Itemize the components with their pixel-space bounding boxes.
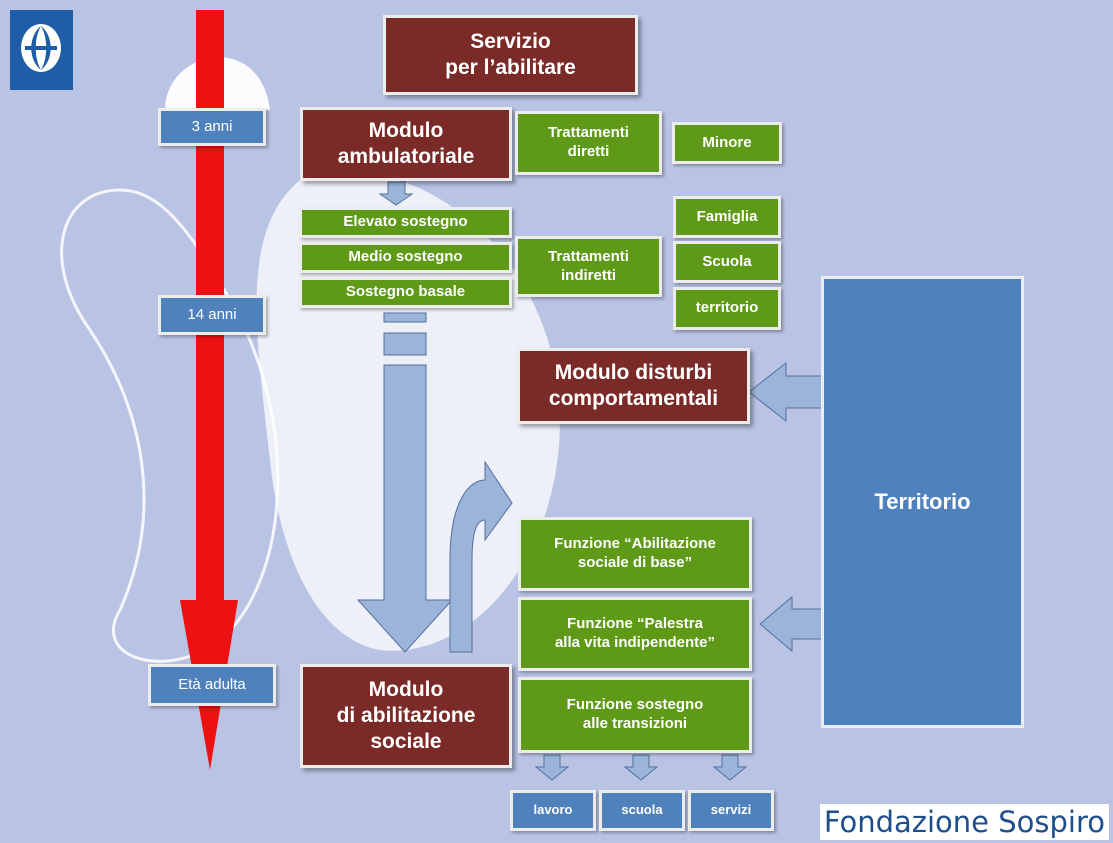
left-arrow-functions [759,595,824,653]
territorio-box: Territorio [821,276,1024,728]
function-palestra: Funzione “Palestra alla vita indipendent… [518,597,752,671]
treatments-diretti: Trattamenti diretti [515,111,662,175]
left-arrow-disturbi [748,361,824,423]
arrow-segment-2 [383,332,427,356]
arrow-segment-1 [383,312,427,323]
service-title: Servizio per l’abilitare [383,15,638,95]
organization-name: Fondazione Sospiro [819,804,1109,840]
background-loop [60,188,280,663]
small-down-arrow [378,181,414,206]
support-level-basale: Sostegno basale [299,277,512,308]
function-abilitazione: Funzione “Abilitazione sociale di base” [518,517,752,591]
target-territorio: territorio [673,287,781,330]
target-minore: Minore [672,122,782,164]
age-adult-label: Età adulta [148,664,276,706]
curved-up-arrow [449,460,513,653]
big-down-arrow [356,364,454,653]
module-disturbi: Modulo disturbi comportamentali [517,348,750,424]
outcome-arrow-2 [623,754,659,781]
outcome-arrow-3 [712,754,748,781]
outcome-lavoro: lavoro [510,790,596,831]
age-3-label: 3 anni [158,108,266,146]
outcome-arrow-1 [534,754,570,781]
outcome-servizi: servizi [688,790,774,831]
age-14-label: 14 anni [158,295,266,335]
module-abilitazione: Modulo di abilitazione sociale [300,664,512,768]
target-famiglia: Famiglia [673,196,781,238]
treatments-indiretti: Trattamenti indiretti [515,236,662,297]
target-scuola: Scuola [673,241,781,283]
support-level-elevato: Elevato sostegno [299,207,512,238]
function-transizioni: Funzione sostegno alle transizioni [518,677,752,753]
support-level-medio: Medio sostegno [299,242,512,273]
module-ambulatoriale: Modulo ambulatoriale [300,107,512,181]
logo [10,10,73,90]
outcome-scuola: scuola [599,790,685,831]
logo-mark-icon [21,24,61,72]
